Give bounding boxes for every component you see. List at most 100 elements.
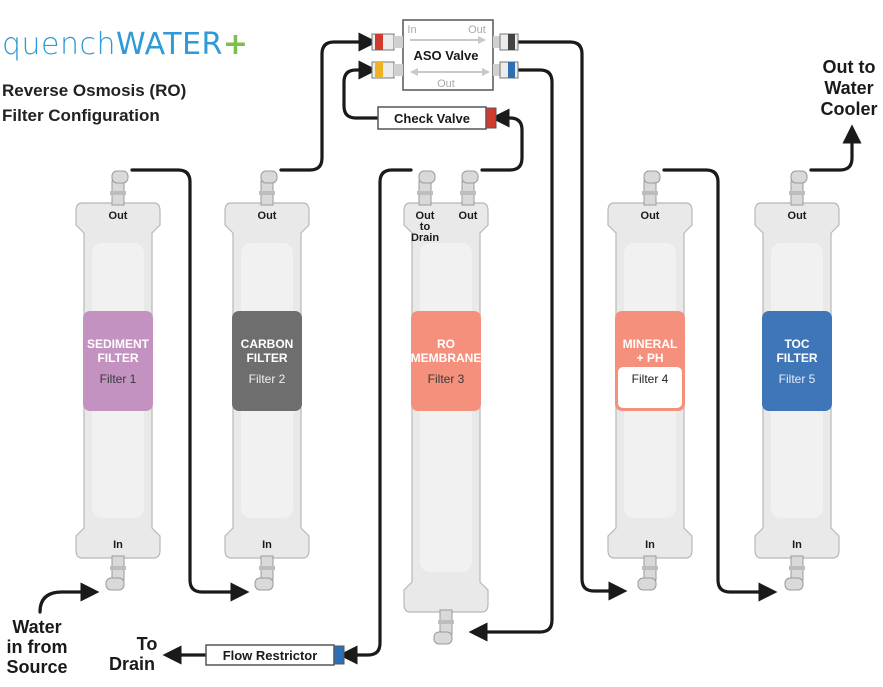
top-fitting [110, 170, 129, 206]
fitting-elbow [637, 577, 657, 591]
cartridge-name-line-1: SEDIMENT [87, 337, 150, 351]
bottom-fitting [784, 555, 805, 591]
pipe-filter1-to-filter2 [130, 168, 250, 602]
filter-carbon [224, 202, 310, 559]
aso-label-out-top: Out [468, 24, 486, 36]
fitting-ring [259, 566, 275, 570]
bottom-fitting [637, 555, 658, 591]
filter-mineral-ph [607, 202, 693, 559]
fitting-ring [110, 566, 126, 570]
cooler-label-line-2: Water [824, 78, 873, 98]
drain-label-line-2: Drain [109, 654, 155, 674]
check-valve [377, 106, 497, 130]
fitting-ring [259, 191, 275, 195]
title-line-2: Filter Configuration [2, 106, 160, 125]
brand-plus: + [222, 27, 249, 62]
filter-toc [754, 202, 840, 559]
cartridge-name-line-2: + PH [636, 351, 663, 365]
port-label-in: In [113, 539, 123, 551]
aso-in-cap [375, 34, 383, 50]
cartridge-label-carbon [232, 311, 302, 411]
fitting-elbow [790, 170, 808, 184]
cartridge-name-line-1: MINERAL [623, 337, 678, 351]
pipe-filter4-to-filter5 [662, 168, 778, 602]
fitting-elbow [643, 170, 661, 184]
aso-blue-nut [493, 64, 502, 76]
cartridge-label-sediment [83, 311, 153, 411]
fitting-ring [642, 191, 658, 195]
aso-flow-arrowhead-top [478, 36, 486, 44]
fitting-ring [460, 191, 476, 195]
port-label-drain-1: Out [416, 210, 435, 222]
flow-restrictor [205, 644, 345, 666]
cartridge-label-inset-mineral-ph [618, 367, 682, 408]
top-fitting [789, 170, 808, 206]
port-label-out: Out [109, 210, 128, 222]
brand-name-part1: quench [2, 27, 117, 62]
bottom-fitting-ro [433, 609, 454, 645]
port-label-out: Out [641, 210, 660, 222]
port-label-in: In [645, 539, 655, 551]
source-label-line-3: Source [6, 657, 67, 677]
pipe-ro-drain-to-restrictor [338, 168, 413, 665]
aso-yellow-nut [394, 64, 403, 76]
filter-housings [75, 202, 840, 613]
port-label-in: In [792, 539, 802, 551]
brand-name-part2: WATER [116, 27, 223, 62]
pipe-aso-to-filter4 [516, 40, 628, 601]
cooler-label-line-1: Out to [823, 57, 876, 77]
fitting-layer [105, 170, 808, 645]
cartridge-number: Filter 1 [100, 372, 137, 386]
fitting-elbow [111, 170, 129, 184]
aso-out-cap [508, 34, 515, 50]
pipe-ro-to-check [480, 108, 524, 172]
cartridge-number: Filter 3 [428, 372, 465, 386]
cartridge-name-line-2: FILTER [776, 351, 817, 365]
top-fitting [642, 170, 661, 206]
fitting-ring [789, 191, 805, 195]
pipe-aso-to-ro-feed [468, 68, 554, 642]
fitting-elbow [461, 170, 479, 184]
source-label-line-1: Water [12, 617, 61, 637]
source-label-line-2: in from [7, 637, 68, 657]
aso-in-nut [394, 36, 403, 48]
brand-logo: quenchWATER+ [2, 30, 249, 60]
top-fitting-drain [417, 170, 436, 206]
pipe-source-to-filter1 [38, 582, 100, 614]
top-fitting-ro-out [460, 170, 479, 206]
aso-label-in: In [407, 24, 416, 36]
fitting-ring [438, 620, 454, 624]
cartridge-label-ro-membrane [411, 311, 481, 411]
port-label-in: In [262, 539, 272, 551]
diagram-title: Reverse Osmosis (RO) Filter Configuratio… [2, 78, 186, 128]
cartridge-number: Filter 2 [249, 372, 286, 386]
fitting-elbow [433, 631, 453, 645]
valve-layer [205, 19, 519, 666]
cartridge-name-line-2: MEMBRANE [411, 351, 482, 365]
cartridge-name-line-2: FILTER [246, 351, 287, 365]
check-valve-label: Check Valve [394, 111, 470, 126]
cartridge-number: Filter 5 [779, 372, 816, 386]
port-label-out: Out [788, 210, 807, 222]
filter-sediment [75, 202, 161, 559]
fitting-ring [110, 191, 126, 195]
port-label-drain-2: to [420, 221, 431, 233]
aso-flow-arrowhead-bottom-left [410, 68, 418, 76]
flow-restrictor-label: Flow Restrictor [223, 648, 318, 663]
aso-flow-arrowhead-bottom-right [482, 68, 490, 76]
bottom-fitting [105, 555, 126, 591]
bottom-fitting [254, 555, 275, 591]
cartridge-name-line-1: TOC [784, 337, 809, 351]
top-fitting [259, 170, 278, 206]
aso-blue-cap [508, 62, 515, 78]
fitting-elbow [418, 170, 436, 184]
aso-yellow-cap [375, 62, 383, 78]
pipe-filter5-to-cooler [809, 124, 862, 172]
cartridge-name-line-1: CARBON [241, 337, 294, 351]
fitting-elbow [784, 577, 804, 591]
aso-valve-label: ASO Valve [413, 48, 478, 63]
drain-label-line-1: To [137, 634, 158, 654]
cooler-label-line-3: Cooler [820, 99, 877, 119]
pipe-check-to-aso [342, 60, 380, 120]
